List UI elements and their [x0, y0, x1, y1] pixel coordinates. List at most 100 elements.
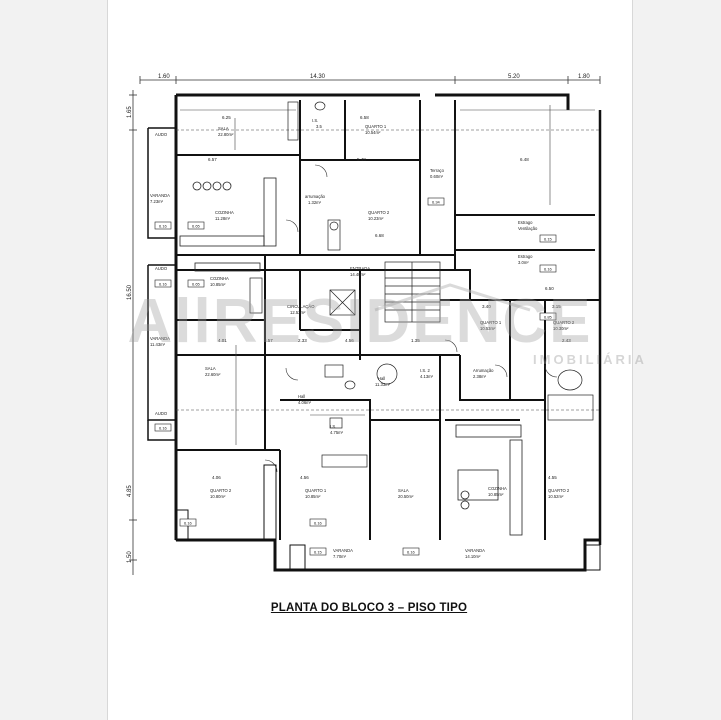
balcony-railings [175, 464, 601, 571]
area-cozinha-a: 11.28m² [215, 216, 231, 221]
label-quarto1-c: QUARTO 1 [305, 488, 327, 493]
label-varanda-b: VARANDA [150, 336, 170, 341]
dim-tag-7: 3.40 [482, 304, 491, 309]
dim-tag-13: 4.06 [212, 475, 221, 480]
dim-tag-11: 4.56 [345, 338, 354, 343]
label-hall-small: Hall [298, 394, 305, 399]
dim-tag-14: 4.56 [300, 475, 309, 480]
area-sala-b: 22.60m² [205, 372, 221, 377]
mark-4: 6.65 [192, 282, 201, 287]
dim-left-1: 1.65 [127, 106, 133, 118]
label-circulacao: CIRCULAÇÃO [287, 304, 315, 309]
label-quarto1-b: QUARTO 1 [480, 320, 502, 325]
dimension-lines [129, 76, 601, 575]
bathroom-fixtures [287, 101, 594, 468]
dim-tag-2: 6.58 [360, 115, 369, 120]
dim-tag-4: 5.48 [357, 157, 366, 162]
label-cozinha-c: COZINHA [488, 486, 507, 491]
area-entrada: 14.40m² [350, 272, 366, 277]
dim-tag-6: 6.68 [375, 233, 384, 238]
area-cozinha-b: 10.85m² [210, 282, 226, 287]
label-terraco-a: Terraço [430, 168, 445, 173]
mark-9: 6.15 [314, 550, 323, 555]
mark-3: 6.16 [159, 282, 168, 287]
dim-tag-1: 6.25 [222, 115, 231, 120]
label-quarto2-b: QUARTO 2 [553, 320, 575, 325]
mark-7: 6.16 [159, 426, 168, 431]
floor-plan-drawing: 1.60 14.30 5.20 1.80 1.65 16.50 4.85 1.5… [127, 74, 602, 575]
area-quarto2-b: 10.30m² [553, 326, 569, 331]
dim-tag-3: 6.57 [208, 157, 217, 162]
area-varanda-d: 14.10m² [465, 554, 481, 559]
mark-5: 6.34 [432, 200, 441, 205]
label-banho-a: I.S. [312, 118, 318, 123]
area-sala-c: 20.50m² [398, 494, 414, 499]
kitchen-fixtures [179, 177, 523, 536]
label-quarto1-a: QUARTO 1 [365, 124, 387, 129]
plan-caption: PLANTA DO BLOCO 3 – PISO TIPO [270, 602, 468, 614]
label-sala-b: SALA [205, 366, 216, 371]
label-arrumacao-a: arrumação [305, 194, 326, 199]
label-varanda-c: VARANDA [333, 548, 353, 553]
label-aldo-2: AUDO [155, 266, 168, 271]
dim-tag-17: 2.43 [562, 338, 571, 343]
dim-tag-16: 6.50 [545, 286, 554, 291]
interior-walls [176, 100, 600, 540]
area-banho-a: 3.5 [316, 124, 322, 129]
dim-tag-10: 2.33 [298, 338, 307, 343]
dim-tag-18: 3.57 [264, 338, 273, 343]
mark-1: 6.16 [159, 224, 168, 229]
label-quarto3-c: QUARTO 2 [548, 488, 570, 493]
area-varanda-b: 11.43m² [150, 342, 166, 347]
dim-left-2: 16.50 [127, 284, 133, 300]
mark-13: 6.16 [544, 267, 553, 272]
dim-tag-8: 3.15 [552, 304, 561, 309]
mark-10: 6.16 [407, 550, 416, 555]
area-circulacao: 12.53m² [290, 310, 306, 315]
label-is-b: I.S. 2 [420, 368, 430, 373]
label-hall: Hall [378, 376, 385, 381]
label-estrago-a: Estrago [518, 220, 533, 225]
area-quarto1-a: 10.54m² [365, 130, 381, 135]
mark-12: 6.15 [544, 237, 553, 242]
dim-tag-5: 6.48 [520, 157, 529, 162]
area-hall: 11.33m² [375, 382, 391, 387]
area-arrumacao-a: 1.32m² [308, 200, 322, 205]
sub-estrago-b: 3.0m² [518, 260, 529, 265]
label-aldo-3: AUDO [155, 411, 168, 416]
area-quarto1-b: 10.53m² [480, 326, 496, 331]
label-wc: I.S. [330, 424, 336, 429]
dim-tag-12: 1.35 [411, 338, 420, 343]
area-varanda-c: 7.70m² [333, 554, 347, 559]
label-sala-c: SALA [398, 488, 409, 493]
label-sala-a: SALA [218, 126, 229, 131]
dim-top-1: 1.60 [158, 74, 170, 80]
area-terraco-a: 0.60m² [430, 174, 444, 179]
mark-6: 6.85 [544, 315, 553, 320]
area-hall-small: 4.06m² [298, 400, 312, 405]
label-quarto2-c: QUARTO 2 [210, 488, 232, 493]
detail-lines [176, 105, 600, 445]
label-varanda-a: VARANDA [150, 193, 170, 198]
dim-tag-9: 4.01 [218, 338, 227, 343]
dim-left-4: 1.50 [127, 551, 133, 563]
mark-11: 6.16 [184, 521, 193, 526]
area-quarto2-a: 10.23m² [368, 216, 384, 221]
dim-top-2: 14.30 [310, 74, 326, 80]
label-cozinha-b: COZINHA [210, 276, 229, 281]
label-quarto2-a: QUARTO 2 [368, 210, 390, 215]
dim-top-4: 1.80 [578, 74, 590, 80]
sub-estrago-a: Ventilação [518, 226, 538, 231]
area-quarto1-c: 10.85m² [305, 494, 321, 499]
area-varanda-a: 7.23m² [150, 199, 164, 204]
area-is-b: 4.13m² [420, 374, 434, 379]
label-aldo-1: AUDO [155, 132, 168, 137]
area-sala-a: 22.80m² [218, 132, 234, 137]
dim-top-3: 5.20 [508, 74, 520, 80]
mark-2: 6.65 [192, 224, 201, 229]
area-arrumacao-b: 2.38m² [473, 374, 487, 379]
area-quarto3-c: 10.52m² [548, 494, 564, 499]
label-arrumacao-b: Arrumação [473, 368, 494, 373]
label-estrago-b: Estrago [518, 254, 533, 259]
dim-tag-15: 4.55 [548, 475, 557, 480]
